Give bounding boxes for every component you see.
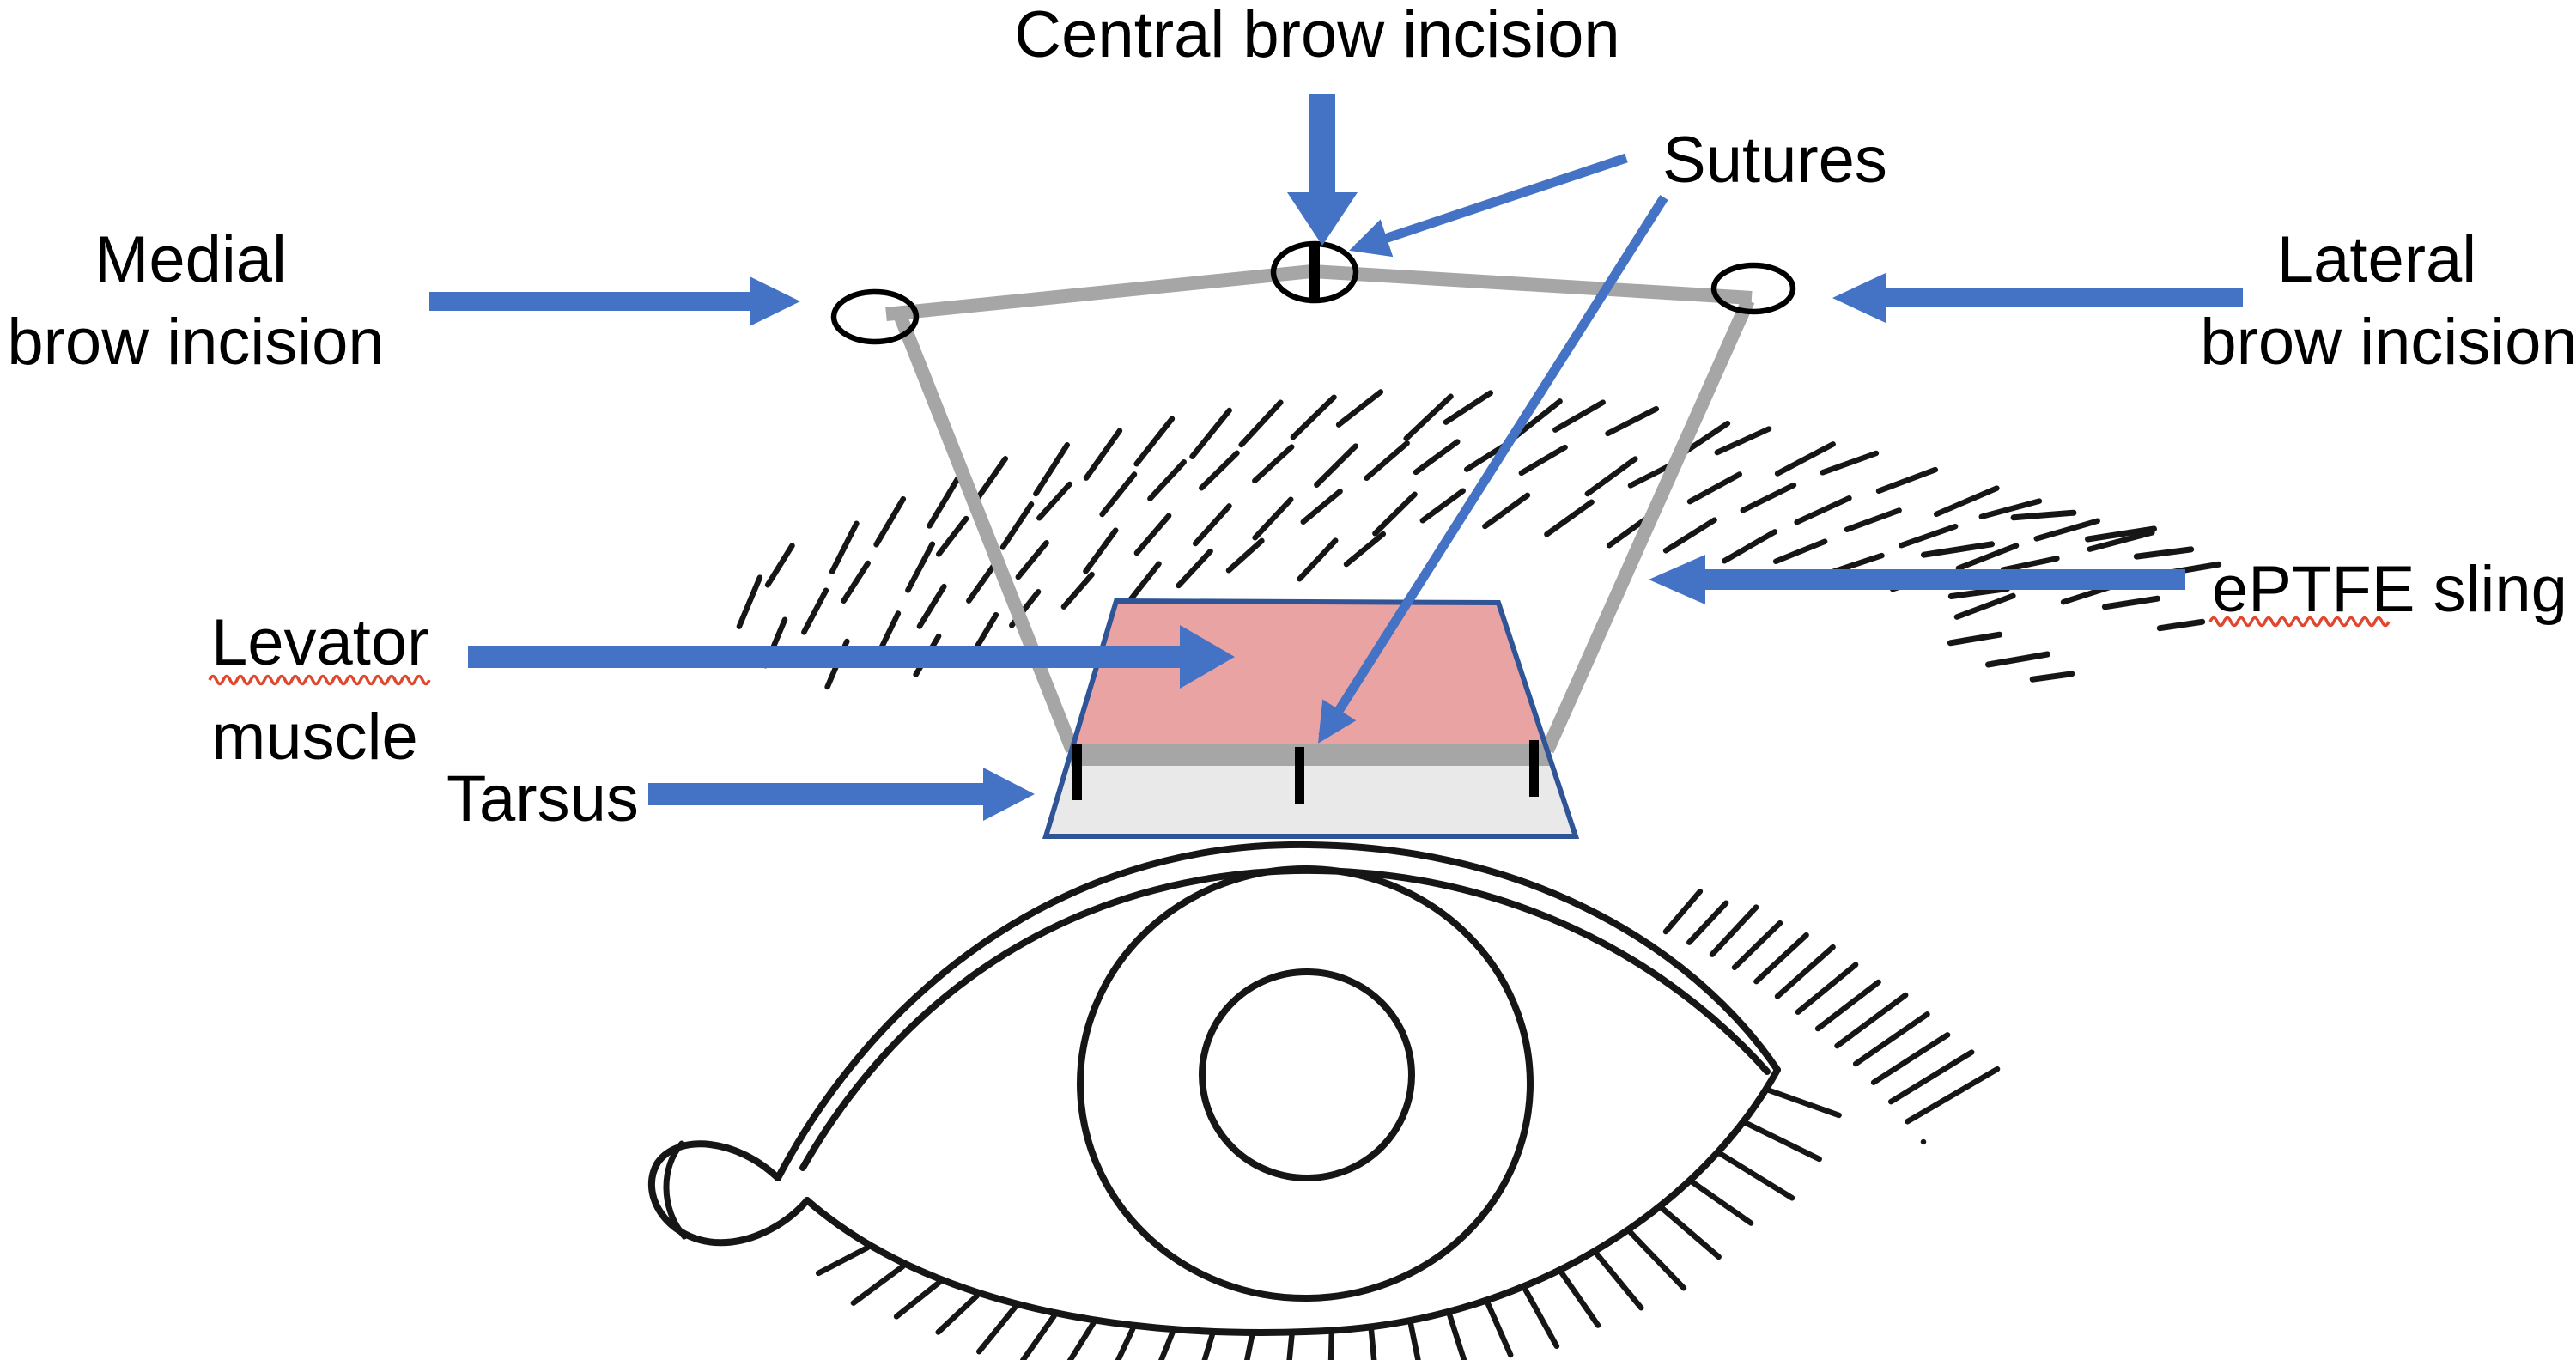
sutures-pointer-to-tarsal-suture [1318, 195, 1668, 744]
sling-medial-descending-segment [891, 308, 1079, 753]
levator-muscle-arrow [468, 625, 1235, 689]
upper-eyelid-margin [799, 866, 1771, 1171]
lateral-brow-incision-arrow [1832, 273, 2243, 323]
sling-medial-top-segment [885, 264, 1313, 321]
incision-markers [830, 240, 1796, 804]
sutures-label: Sutures [1662, 124, 1887, 197]
upper-eyelid-crease [775, 841, 1781, 1181]
medial-canthus-caruncle [647, 1140, 811, 1247]
medial-brow-incision-arrow [429, 276, 800, 326]
levator-muscle-label-line2: muscle [211, 701, 418, 774]
lower-eyelashes [815, 1087, 1842, 1360]
tarsal-suture-right [1529, 740, 1539, 797]
iris [1077, 865, 1534, 1302]
medial-brow-incision-label-line2: brow incision [7, 306, 384, 379]
lower-eyelid [804, 1066, 1781, 1336]
spellcheck-squiggle-levator [208, 674, 431, 686]
pupil [1199, 968, 1415, 1181]
sutures-pointer-to-central-incision [1349, 153, 1628, 258]
central-suture-mark [1309, 246, 1320, 301]
tarsal-suture-center [1295, 747, 1304, 804]
medial-brow-incision-label-line1: Medial [94, 223, 287, 296]
central-brow-incision-label: Central brow incision [1014, 0, 1619, 71]
levator-muscle-label-line1: Levator [211, 606, 429, 679]
sling-lateral-descending-segment [1540, 297, 1755, 754]
labels: Central brow incision Sutures Medial bro… [7, 0, 2576, 835]
tarsus-shape [1046, 766, 1576, 836]
eye-line-art [647, 389, 2222, 1360]
tarsus-label: Tarsus [447, 762, 639, 835]
upper-lateral-eyelashes [1662, 888, 2001, 1145]
upper-lash-guide [1666, 932, 1923, 1142]
lateral-brow-incision-label-line1: Lateral [2277, 223, 2476, 296]
medial-canthus-inner-line [663, 1140, 688, 1240]
lid-structures [1046, 601, 1576, 836]
levator-muscle-shape [1072, 601, 1546, 744]
spellcheck-squiggle-eptfe [2208, 616, 2391, 628]
lateral-incision-circle [1710, 262, 1796, 315]
levator-tarsus-outline [1042, 598, 1580, 839]
eptfe-sling-label: ePTFE sling [2212, 553, 2567, 626]
tarsus-arrow [648, 768, 1035, 821]
callout-arrows [429, 94, 2243, 821]
lateral-brow-incision-label-line2: brow incision [2200, 306, 2576, 379]
eptfe-sling-arrow [1649, 555, 2185, 604]
sling-lateral-top-segment [1311, 264, 1753, 305]
central-brow-incision-arrow [1287, 94, 1358, 246]
tarsal-suture-left [1072, 744, 1082, 800]
medial-incision-circle [830, 288, 920, 345]
eptfe-sling-graphic [885, 264, 1755, 766]
